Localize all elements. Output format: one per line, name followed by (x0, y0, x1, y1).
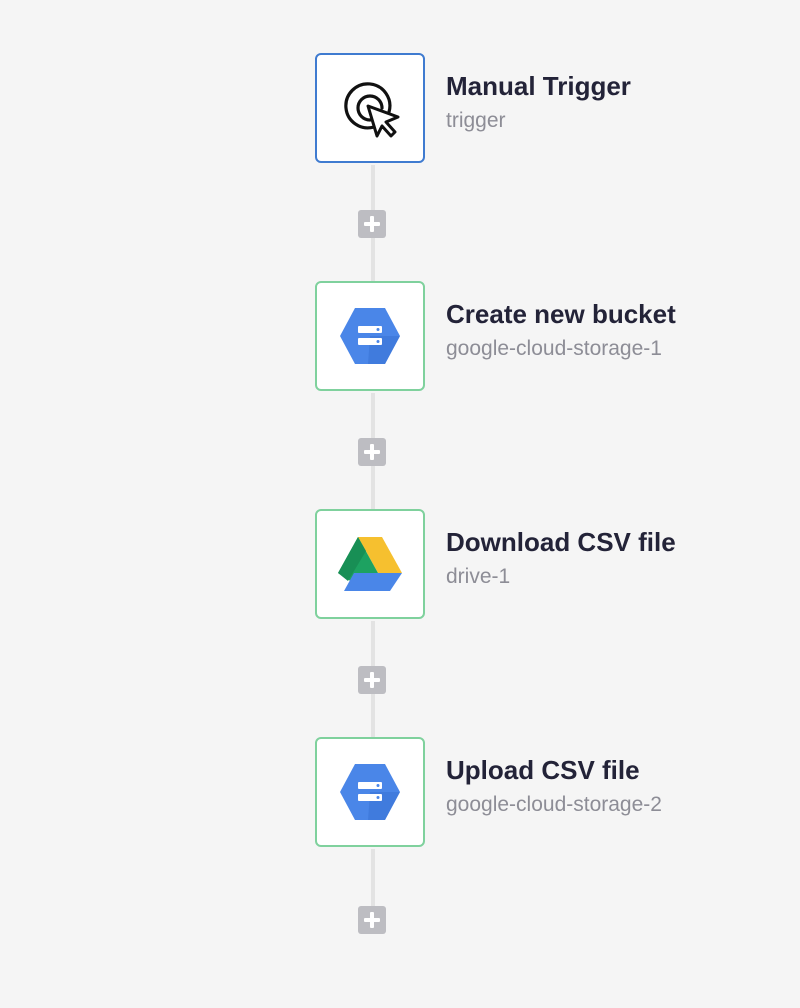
workflow-node-upload-csv[interactable] (315, 737, 425, 847)
add-step-button[interactable] (358, 666, 386, 694)
node-title[interactable]: Manual Trigger (446, 71, 631, 101)
workflow-node-download-csv[interactable] (315, 509, 425, 619)
cursor-click-icon (336, 74, 404, 142)
node-info: Create new bucket google-cloud-storage-1 (446, 298, 676, 362)
node-info: Manual Trigger trigger (446, 70, 631, 134)
node-title[interactable]: Create new bucket (446, 299, 676, 329)
connector-line (371, 849, 375, 919)
workflow-node-manual-trigger[interactable] (315, 53, 425, 163)
node-title[interactable]: Download CSV file (446, 527, 676, 557)
node-info: Download CSV file drive-1 (446, 526, 676, 590)
google-cloud-storage-icon (338, 762, 402, 822)
add-step-button[interactable] (358, 210, 386, 238)
workflow-node-create-bucket[interactable] (315, 281, 425, 391)
node-subtitle: google-cloud-storage-2 (446, 793, 662, 816)
google-drive-icon (338, 535, 402, 593)
node-subtitle: drive-1 (446, 565, 511, 588)
node-info: Upload CSV file google-cloud-storage-2 (446, 754, 662, 818)
node-subtitle: google-cloud-storage-1 (446, 337, 662, 360)
add-step-button[interactable] (358, 438, 386, 466)
node-title[interactable]: Upload CSV file (446, 755, 640, 785)
node-subtitle: trigger (446, 109, 506, 132)
add-step-button[interactable] (358, 906, 386, 934)
google-cloud-storage-icon (338, 306, 402, 366)
